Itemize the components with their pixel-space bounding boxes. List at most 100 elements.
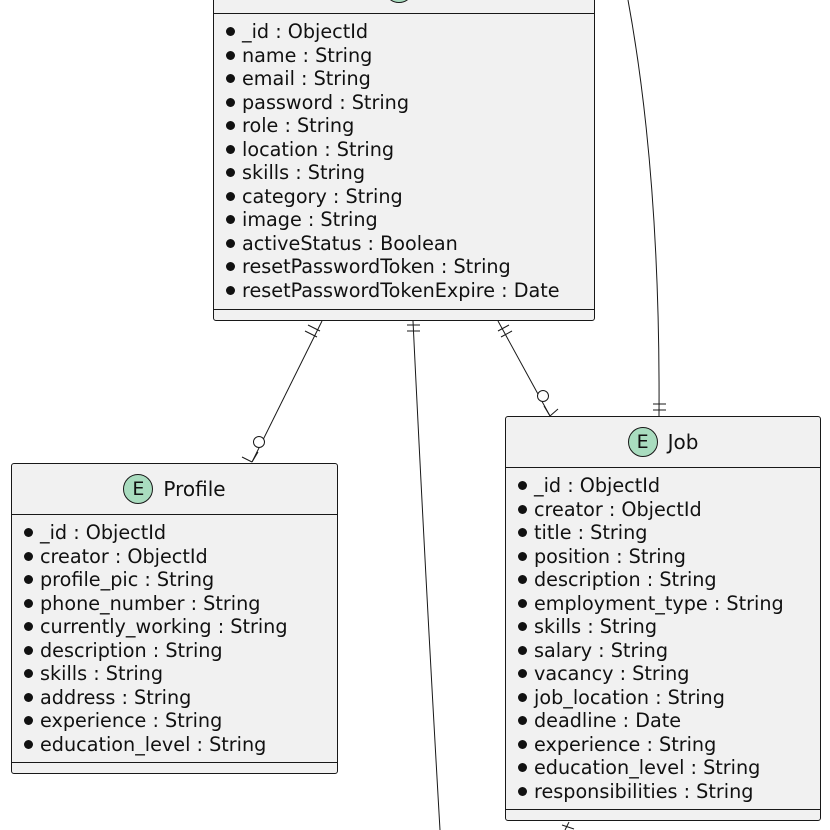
crowfoot-mark: [241, 456, 253, 463]
attribute-row: category : String: [226, 185, 594, 209]
bullet-icon: [518, 551, 527, 561]
attribute-row: experience : String: [24, 709, 337, 733]
attribute-text: description : String: [40, 638, 223, 662]
entity-header: E: [214, 0, 594, 14]
attribute-row: email : String: [226, 67, 594, 91]
attribute-row: name : String: [226, 44, 594, 68]
entity-header: E Profile: [12, 464, 337, 515]
attribute-text: currently_working : String: [40, 615, 288, 639]
crowfoot-mark: [549, 408, 559, 417]
attribute-row: creator : ObjectId: [24, 545, 337, 569]
attribute-text: resetPasswordTokenExpire : Date: [242, 278, 560, 302]
one-mark: [304, 330, 318, 338]
marker: [561, 824, 575, 830]
attribute-row: password : String: [226, 91, 594, 115]
attribute-text: education_level : String: [534, 756, 761, 780]
bullet-icon: [518, 504, 527, 514]
attribute-row: description : String: [518, 568, 820, 592]
attribute-text: vacancy : String: [534, 662, 690, 686]
bullet-icon: [226, 285, 235, 295]
bullet-icon: [24, 575, 33, 585]
attribute-row: responsibilities : String: [518, 780, 820, 804]
attribute-row: location : String: [226, 138, 594, 162]
attribute-row: activeStatus : Boolean: [226, 232, 594, 256]
one-mark: [497, 324, 510, 332]
attribute-row: address : String: [24, 686, 337, 710]
attribute-text: description : String: [534, 568, 717, 592]
attribute-row: education_level : String: [24, 733, 337, 757]
attribute-text: _id : ObjectId: [40, 521, 167, 545]
bullet-icon: [518, 669, 527, 679]
bullet-icon: [226, 238, 235, 248]
attribute-row: position : String: [518, 545, 820, 569]
entity-footer: [12, 762, 337, 773]
attribute-row: currently_working : String: [24, 615, 337, 639]
attribute-row: _id : ObjectId: [24, 521, 337, 545]
bullet-icon: [518, 716, 527, 726]
bullet-icon: [518, 739, 527, 749]
crowfoot-mark: [251, 451, 259, 463]
bullet-icon: [24, 645, 33, 655]
attribute-row: employment_type : String: [518, 592, 820, 616]
attribute-text: _id : ObjectId: [242, 20, 369, 44]
entity-name: Profile: [163, 477, 226, 501]
attribute-text: image : String: [242, 208, 378, 232]
attribute-row: salary : String: [518, 639, 820, 663]
bullet-icon: [24, 551, 33, 561]
bullet-icon: [24, 739, 33, 749]
attribute-text: skills : String: [40, 662, 164, 686]
entity-name: Job: [667, 430, 699, 454]
attribute-text: email : String: [242, 67, 371, 91]
attribute-text: phone_number : String: [40, 591, 261, 615]
relation-offscreen-job: [627, 0, 660, 417]
attribute-row: resetPasswordTokenExpire : Date: [226, 279, 594, 303]
attribute-text: profile_pic : String: [40, 568, 215, 592]
bullet-icon: [226, 144, 235, 154]
attribute-text: job_location : String: [534, 685, 725, 709]
bullet-icon: [24, 716, 33, 726]
attribute-text: resetPasswordToken : String: [242, 255, 511, 279]
bullet-icon: [518, 692, 527, 702]
attribute-text: name : String: [242, 43, 373, 67]
bullet-icon: [24, 692, 33, 702]
bullet-icon: [518, 575, 527, 585]
attribute-row: vacancy : String: [518, 662, 820, 686]
bullet-icon: [24, 598, 33, 608]
attribute-row: description : String: [24, 639, 337, 663]
attribute-row: creator : ObjectId: [518, 498, 820, 522]
relation-user-offscreen: [412, 320, 441, 830]
attribute-row: phone_number : String: [24, 592, 337, 616]
attribute-text: skills : String: [242, 161, 366, 185]
bullet-icon: [518, 598, 527, 608]
bullet-icon: [24, 622, 33, 632]
bullet-icon: [226, 121, 235, 131]
entity-footer: [214, 309, 594, 320]
bullet-icon: [24, 669, 33, 679]
entity-header: E Job: [506, 417, 820, 468]
attribute-row: experience : String: [518, 733, 820, 757]
attribute-text: salary : String: [534, 638, 669, 662]
attribute-text: title : String: [534, 521, 648, 545]
attribute-row: skills : String: [24, 662, 337, 686]
bullet-icon: [518, 645, 527, 655]
attribute-text: employment_type : String: [534, 591, 784, 615]
attribute-text: position : String: [534, 544, 686, 568]
attribute-text: address : String: [40, 685, 192, 709]
attribute-row: education_level : String: [518, 756, 820, 780]
attribute-text: creator : ObjectId: [534, 497, 702, 521]
attribute-text: experience : String: [534, 732, 717, 756]
entity-badge-icon: E: [627, 427, 658, 457]
bullet-icon: [518, 786, 527, 796]
attribute-text: education_level : String: [40, 732, 267, 756]
attribute-text: location : String: [242, 137, 395, 161]
bullet-icon: [518, 481, 527, 491]
bullet-icon: [226, 168, 235, 178]
relation-job-offscreen: [564, 821, 570, 830]
attribute-row: skills : String: [518, 615, 820, 639]
attribute-row: role : String: [226, 114, 594, 138]
one-mark: [500, 330, 513, 338]
